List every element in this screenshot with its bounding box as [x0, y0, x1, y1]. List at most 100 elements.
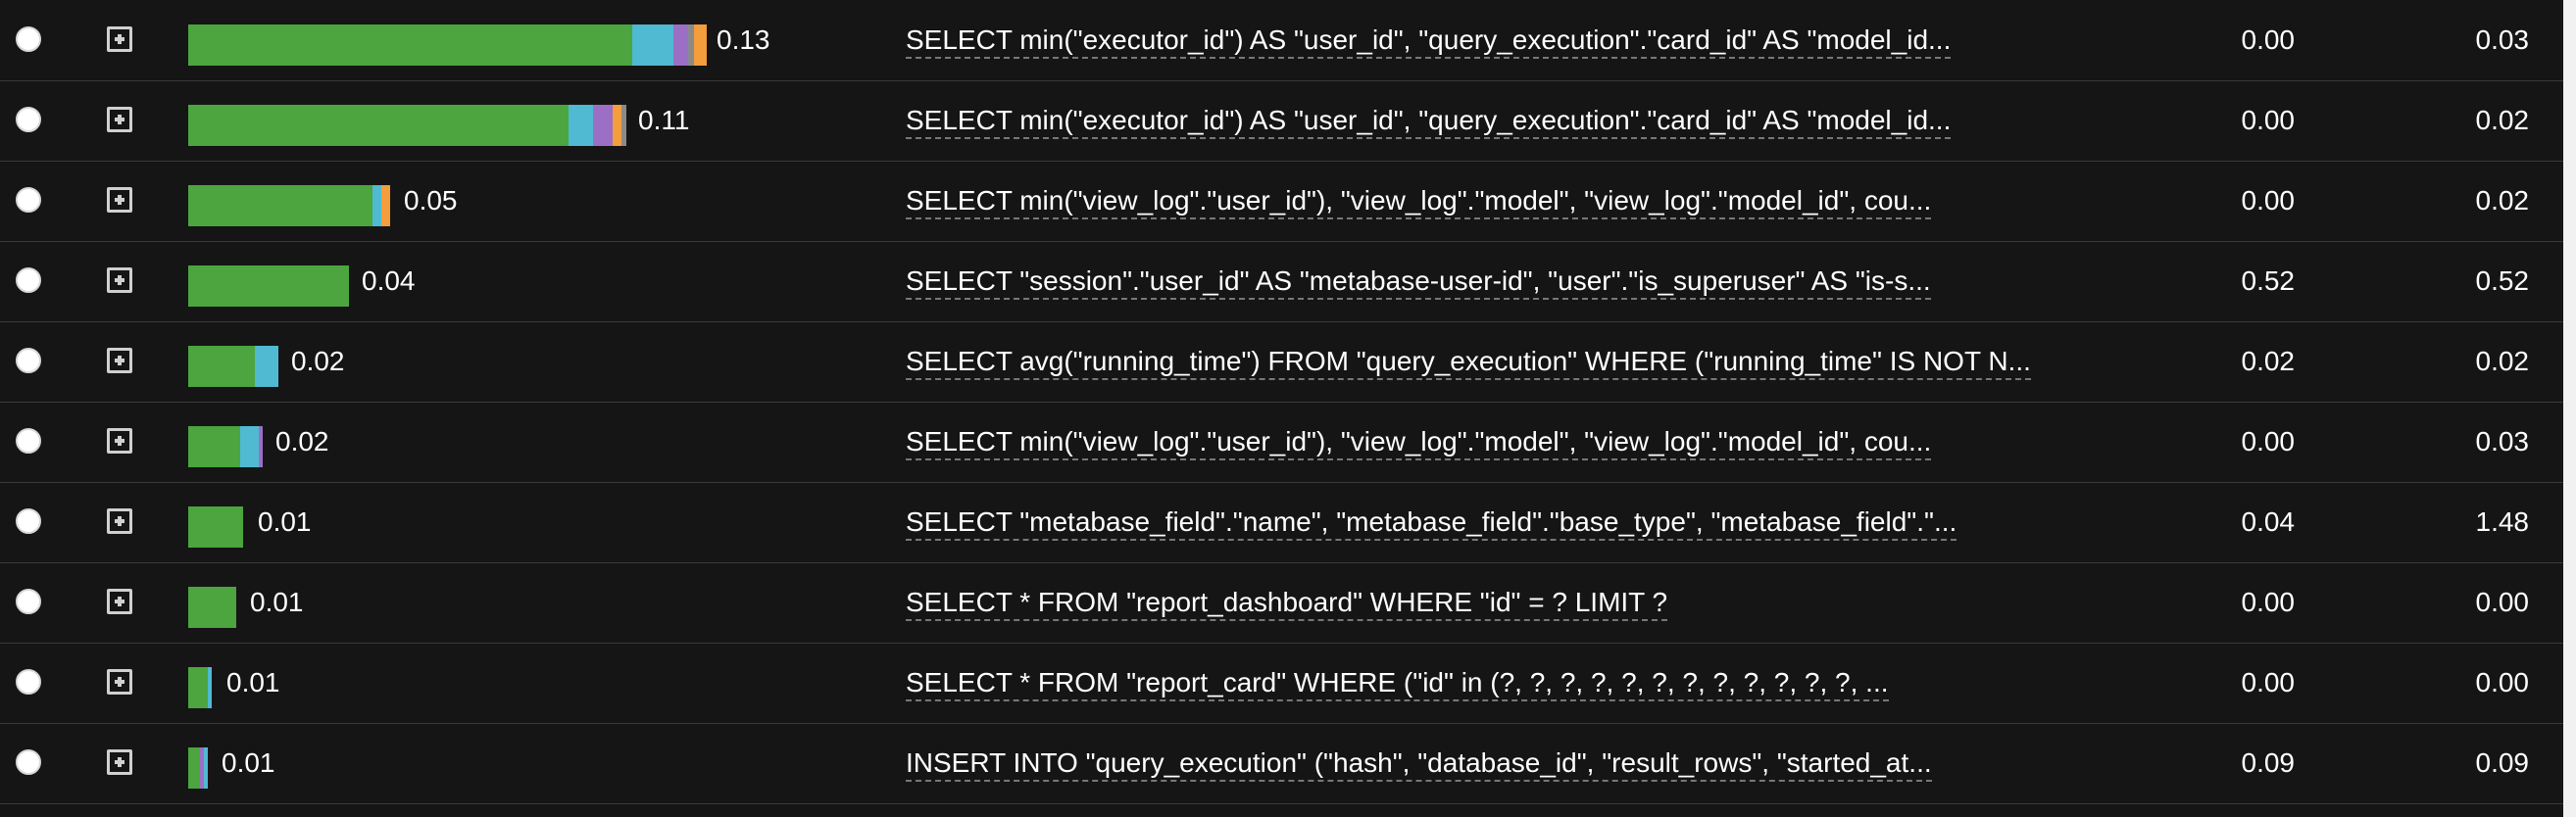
query-text-link[interactable]: SELECT min("executor_id") AS "user_id", … — [906, 104, 1952, 139]
load-value: 0.05 — [404, 185, 458, 216]
load-segment-green — [188, 506, 243, 548]
metric-value-2: 0.03 — [2475, 426, 2530, 457]
load-segment-gray — [688, 24, 694, 66]
table-row[interactable]: 0.13 SELECT min("executor_id") AS "user_… — [0, 0, 2563, 81]
table-row[interactable]: 0.05 SELECT min("view_log"."user_id"), "… — [0, 161, 2563, 242]
load-value: 0.02 — [275, 426, 329, 457]
query-text-link[interactable]: SELECT min("executor_id") AS "user_id", … — [906, 24, 1952, 59]
row-select-radio[interactable] — [16, 348, 41, 373]
load-bar — [188, 506, 243, 548]
row-select-radio[interactable] — [16, 428, 41, 454]
load-segment-purple — [200, 747, 204, 789]
plus-square-icon[interactable] — [107, 187, 132, 213]
plus-square-icon[interactable] — [107, 428, 132, 454]
load-segment-green — [188, 587, 236, 628]
load-segment-cyan — [569, 105, 593, 146]
query-text-link[interactable]: INSERT INTO "query_execution" ("hash", "… — [906, 746, 1932, 782]
metric-value-1: 0.00 — [2241, 185, 2296, 216]
metric-value-1: 0.04 — [2241, 506, 2296, 537]
load-value: 0.01 — [226, 667, 280, 697]
table-row[interactable]: 0.11 SELECT min("executor_id") AS "user_… — [0, 80, 2563, 162]
table-row[interactable]: 0.02 SELECT min("view_log"."user_id"), "… — [0, 402, 2563, 483]
metric-value-2: 0.09 — [2475, 747, 2530, 778]
metric-value-2: 0.03 — [2475, 24, 2530, 55]
metric-value-2: 0.02 — [2475, 346, 2530, 376]
load-value: 0.01 — [222, 747, 275, 778]
plus-square-icon[interactable] — [107, 589, 132, 614]
metric-value-1: 0.00 — [2241, 587, 2296, 617]
plus-square-icon[interactable] — [107, 749, 132, 775]
query-text-link[interactable]: SELECT "session"."user_id" AS "metabase-… — [906, 264, 1931, 300]
metric-value-2: 0.00 — [2475, 667, 2530, 697]
table-row[interactable]: 0.01 SELECT * FROM "report_dashboard" WH… — [0, 562, 2563, 644]
row-select-radio[interactable] — [16, 589, 41, 614]
table-row[interactable]: 0.01 SELECT "metabase_field"."name", "me… — [0, 482, 2563, 563]
load-bar — [188, 185, 390, 226]
table-row[interactable]: 0.01 SELECT * FROM "report_card" WHERE (… — [0, 643, 2563, 724]
load-value: 0.13 — [717, 24, 770, 55]
metric-value-1: 0.00 — [2241, 105, 2296, 135]
load-segment-orange — [613, 105, 621, 146]
metric-value-1: 0.00 — [2241, 24, 2296, 55]
load-bar — [188, 24, 707, 66]
query-text-link[interactable]: SELECT min("view_log"."user_id"), "view_… — [906, 425, 1932, 460]
row-select-radio[interactable] — [16, 26, 41, 52]
query-text-link[interactable]: SELECT * FROM "report_dashboard" WHERE "… — [906, 586, 1668, 621]
plus-square-icon[interactable] — [107, 669, 132, 695]
vertical-scrollbar[interactable] — [2563, 0, 2576, 817]
load-segment-cyan — [372, 185, 381, 226]
load-segment-green — [188, 667, 208, 708]
plus-square-icon[interactable] — [107, 267, 132, 293]
row-select-radio[interactable] — [16, 107, 41, 132]
row-select-radio[interactable] — [16, 669, 41, 695]
load-segment-green — [188, 346, 255, 387]
load-segment-green — [188, 185, 372, 226]
load-value: 0.02 — [291, 346, 345, 376]
load-segment-cyan — [240, 426, 259, 467]
metric-value-2: 0.00 — [2475, 587, 2530, 617]
metric-value-2: 0.02 — [2475, 105, 2530, 135]
metric-value-1: 0.00 — [2241, 667, 2296, 697]
metric-value-2: 0.52 — [2475, 265, 2530, 296]
row-select-radio[interactable] — [16, 508, 41, 534]
row-select-radio[interactable] — [16, 749, 41, 775]
metric-value-2: 0.02 — [2475, 185, 2530, 216]
table-row[interactable]: 0.02 SELECT avg("running_time") FROM "qu… — [0, 321, 2563, 403]
load-bar — [188, 426, 263, 467]
metric-value-1: 0.52 — [2241, 265, 2296, 296]
load-segment-purple — [593, 105, 613, 146]
query-text-link[interactable]: SELECT avg("running_time") FROM "query_e… — [906, 345, 2031, 380]
metric-value-2: 1.48 — [2475, 506, 2530, 537]
metric-value-1: 0.02 — [2241, 346, 2296, 376]
table-row[interactable]: 0.04 SELECT "session"."user_id" AS "meta… — [0, 241, 2563, 322]
query-text-link[interactable]: SELECT "metabase_field"."name", "metabas… — [906, 505, 1957, 541]
plus-square-icon[interactable] — [107, 107, 132, 132]
load-bar — [188, 667, 212, 708]
table-row[interactable]: 0.01 INSERT INTO "query_execution" ("has… — [0, 723, 2563, 804]
load-bar — [188, 346, 278, 387]
load-segment-cyan — [632, 24, 673, 66]
load-segment-gray — [621, 105, 626, 146]
load-value: 0.04 — [362, 265, 416, 296]
plus-square-icon[interactable] — [107, 348, 132, 373]
load-segment-green — [188, 426, 240, 467]
load-segment-green — [188, 24, 632, 66]
load-bar — [188, 105, 626, 146]
load-segment-green — [188, 265, 349, 307]
query-text-link[interactable]: SELECT min("view_log"."user_id"), "view_… — [906, 184, 1932, 219]
load-segment-cyan — [208, 667, 212, 708]
load-value: 0.01 — [250, 587, 304, 617]
load-value: 0.01 — [258, 506, 312, 537]
row-select-radio[interactable] — [16, 267, 41, 293]
load-segment-cyan — [204, 747, 208, 789]
row-select-radio[interactable] — [16, 187, 41, 213]
query-text-link[interactable]: SELECT * FROM "report_card" WHERE ("id" … — [906, 666, 1889, 701]
load-segment-cyan — [255, 346, 278, 387]
load-segment-orange — [694, 24, 707, 66]
plus-square-icon[interactable] — [107, 508, 132, 534]
metric-value-1: 0.09 — [2241, 747, 2296, 778]
load-segment-green — [188, 105, 569, 146]
load-segment-purple — [673, 24, 688, 66]
plus-square-icon[interactable] — [107, 26, 132, 52]
